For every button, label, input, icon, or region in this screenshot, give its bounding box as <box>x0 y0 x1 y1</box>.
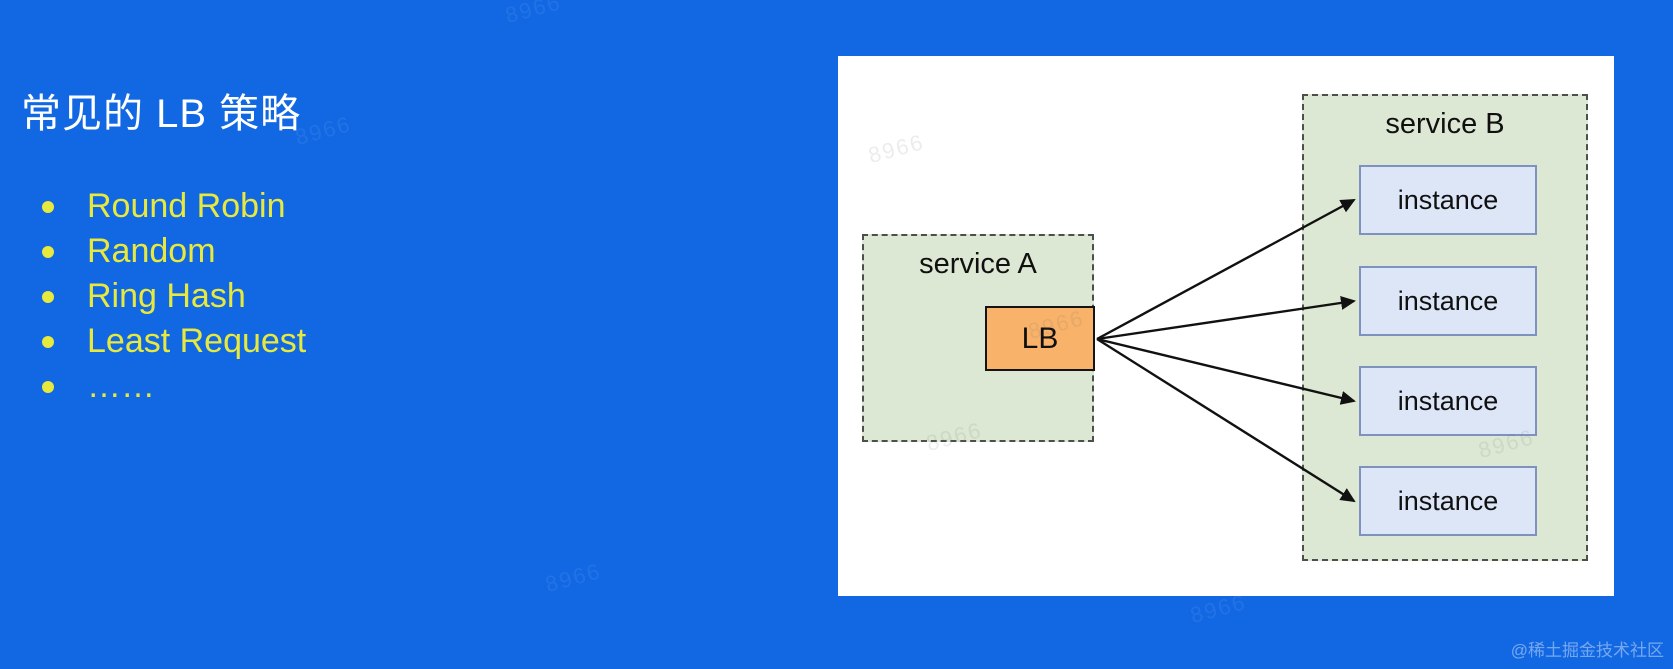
page-title: 常见的 LB 策略 <box>21 92 302 136</box>
list-item: Random <box>42 229 306 274</box>
list-item: Least Request <box>42 319 306 364</box>
service-a-label: service A <box>919 248 1037 280</box>
list-item-label: Least Request <box>87 322 307 360</box>
list-item-label: …… <box>87 367 155 405</box>
instance-label: instance <box>1397 385 1499 416</box>
instance-box: instance <box>1359 366 1537 436</box>
lb-box: LB <box>985 306 1095 371</box>
watermark-tile: 8966 <box>292 111 355 150</box>
list-item: …… <box>42 364 306 409</box>
watermark-tile: 8966 <box>502 0 565 28</box>
bullet-dot-icon <box>42 335 54 348</box>
list-item: Round Robin <box>42 184 306 229</box>
bullet-dot-icon <box>42 245 54 258</box>
diagram-panel: service A LB service B instance instance… <box>838 56 1614 596</box>
instance-box: instance <box>1359 466 1537 536</box>
lb-label: LB <box>1021 321 1059 355</box>
instance-label: instance <box>1397 184 1499 215</box>
watermark-corner: @稀土掘金技术社区 <box>1510 641 1664 660</box>
list-item-label: Random <box>87 232 216 270</box>
bullet-dot-icon <box>42 380 54 393</box>
bullet-dot-icon <box>42 200 54 213</box>
watermark-tile: 8966 <box>542 558 605 597</box>
lb-strategy-list: Round Robin Random Ring Hash Least Reque… <box>42 184 306 409</box>
service-b-label: service B <box>1385 108 1505 140</box>
bullet-dot-icon <box>42 290 54 303</box>
list-item: Ring Hash <box>42 274 306 319</box>
instance-label: instance <box>1397 485 1499 516</box>
instance-label: instance <box>1397 285 1499 316</box>
list-item-label: Round Robin <box>87 187 286 225</box>
watermark-tile: 8966 <box>865 129 928 168</box>
list-item-label: Ring Hash <box>87 277 246 315</box>
instance-box: instance <box>1359 266 1537 336</box>
instance-box: instance <box>1359 165 1537 235</box>
